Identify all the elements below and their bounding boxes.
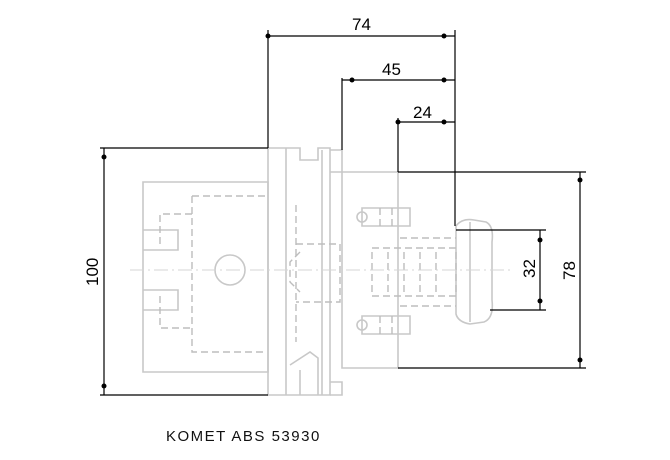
dimension-24: 24	[395, 103, 455, 172]
dim-32-dot-top	[537, 237, 543, 243]
dim-100-dot-bottom	[101, 383, 107, 389]
dim-78-dot-bottom	[577, 357, 583, 363]
screw-bottom	[361, 315, 411, 335]
dim-24-text: 24	[413, 103, 432, 122]
dim-74-dot-right	[441, 33, 447, 39]
screw-top	[361, 207, 411, 227]
hidden-lines	[159, 195, 457, 353]
dim-78-dot-top	[577, 177, 583, 183]
flange-chamfer	[289, 351, 319, 395]
dimension-74: 74	[265, 15, 456, 226]
hidden-drive-body	[159, 195, 297, 353]
hidden-drawbar	[289, 243, 341, 303]
dim-45-dot-right	[441, 77, 447, 83]
dim-100-text: 100	[83, 258, 102, 286]
dim-74-text: 74	[352, 15, 371, 34]
dimension-78: 78	[398, 171, 586, 369]
dim-32-text: 32	[520, 259, 539, 278]
dim-74-dot-left	[265, 33, 271, 39]
flange-collar	[267, 147, 331, 396]
dim-100-dot-top	[101, 154, 107, 160]
dim-32-dot-bottom	[537, 298, 543, 304]
dimension-32: 32	[456, 229, 546, 311]
dim-24-dot-left	[395, 119, 401, 125]
dim-78-text: 78	[560, 261, 579, 280]
screw-head-top	[356, 211, 368, 223]
dimension-45: 45	[341, 60, 455, 150]
dim-24-dot-right	[441, 119, 447, 125]
shank-body	[142, 181, 269, 373]
dimension-100: 100	[83, 147, 268, 396]
screw-head-bottom	[356, 319, 368, 331]
hidden-insert-shank	[371, 237, 457, 307]
part-outline	[142, 147, 494, 396]
flange-groove	[330, 149, 343, 396]
drawing-caption: KOMET ABS 53930	[166, 428, 321, 445]
hidden-screw-threads	[379, 208, 437, 334]
dim-45-dot-left	[349, 77, 355, 83]
dim-45-text: 45	[382, 60, 401, 79]
clamp-nut	[455, 218, 494, 325]
